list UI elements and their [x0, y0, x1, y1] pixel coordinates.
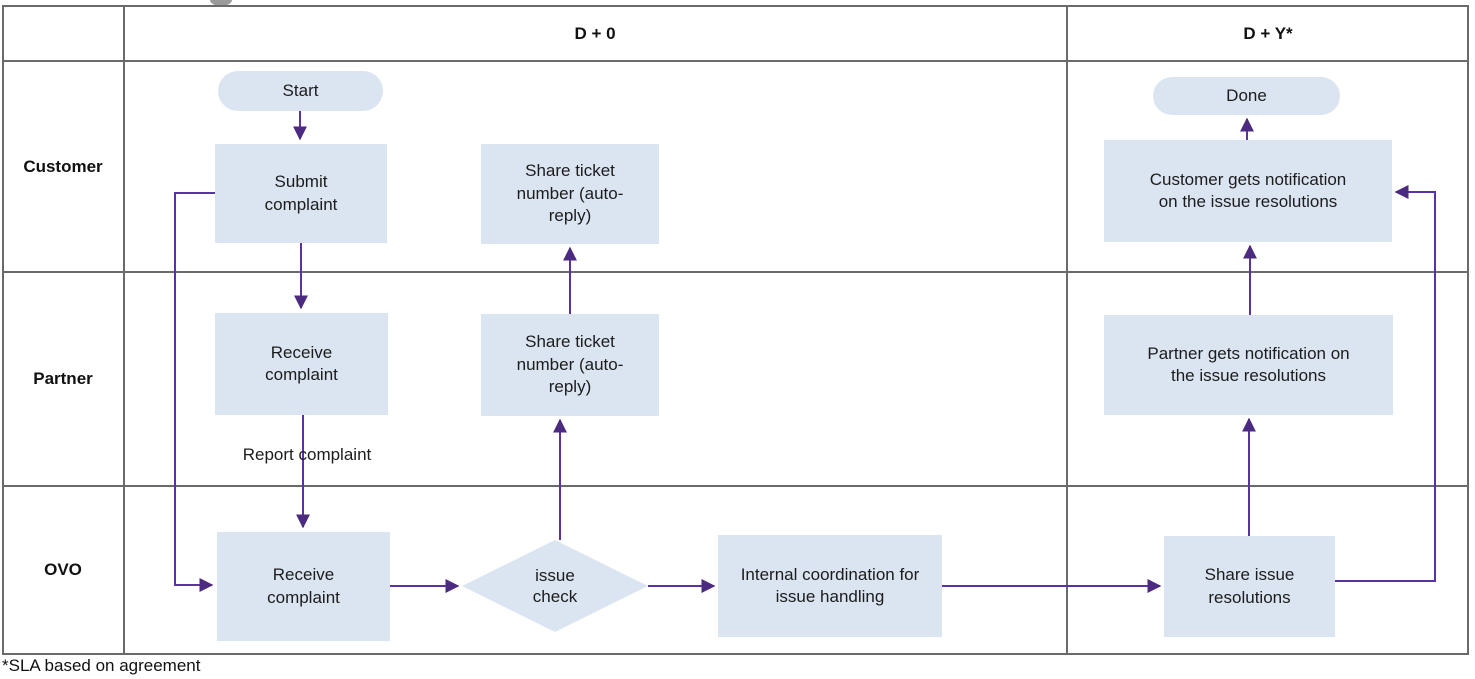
- node-submit-complaint: Submit complaint: [215, 144, 387, 243]
- column-header-dy: D + Y*: [1068, 6, 1468, 61]
- node-share-ticket-customer: Share ticket number (auto- reply): [481, 144, 659, 244]
- node-receive-complaint-ovo: Receive complaint: [217, 532, 390, 641]
- arrow-share-issue-feedback-to-customer: [1335, 185, 1436, 582]
- lane-label-customer: Customer: [2, 62, 124, 271]
- table-border-right: [1467, 5, 1469, 655]
- node-start: Start: [218, 71, 383, 111]
- sla-footnote: *SLA based on agreement: [2, 656, 201, 675]
- node-share-ticket-partner: Share ticket number (auto- reply): [481, 314, 659, 416]
- arrow-submit-to-receive-ovo: [174, 192, 215, 592]
- table-border-top: [2, 5, 1468, 7]
- column-header-dy-label: D + Y*: [1243, 23, 1293, 43]
- node-partner-notification: Partner gets notification on the issue r…: [1104, 315, 1393, 415]
- node-done: Done: [1153, 77, 1340, 115]
- node-receive-complaint-partner: Receive complaint: [215, 313, 388, 415]
- edge-label-report-complaint: Report complaint: [242, 445, 372, 464]
- node-customer-notification: Customer gets notification on the issue …: [1104, 140, 1392, 242]
- divider-partner-ovo: [2, 485, 1468, 487]
- table-border-bottom: [2, 653, 1468, 655]
- cropped-title-fragment: [210, 0, 232, 6]
- lane-label-customer-text: Customer: [23, 156, 103, 176]
- column-header-d0-label: D + 0: [574, 23, 616, 43]
- divider-customer-partner: [2, 271, 1468, 273]
- divider-label-column: [123, 5, 125, 655]
- node-internal-coordination: Internal coordination for issue handling: [718, 535, 942, 637]
- table-border-left: [2, 5, 4, 655]
- divider-header-row: [2, 60, 1468, 62]
- lane-label-partner-text: Partner: [33, 369, 93, 388]
- lane-label-partner: Partner: [2, 273, 124, 485]
- node-share-issue-resolutions: Share issue resolutions: [1164, 536, 1335, 637]
- column-header-d0: D + 0: [124, 6, 1066, 61]
- divider-d0-dy: [1066, 5, 1068, 655]
- lane-label-ovo: OVO: [2, 487, 124, 653]
- lane-label-ovo-text: OVO: [44, 560, 82, 579]
